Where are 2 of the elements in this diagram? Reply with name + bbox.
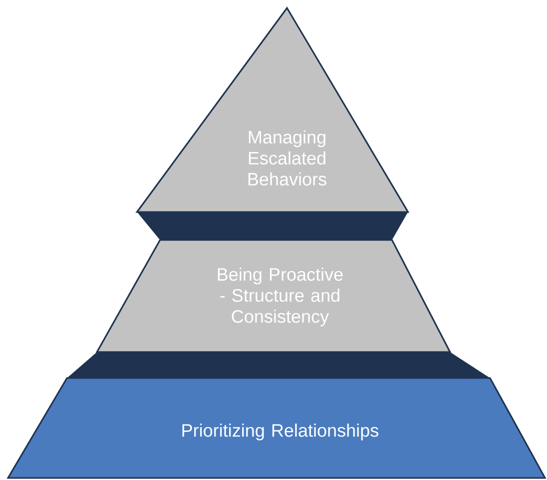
ribbon-band	[67, 352, 490, 378]
ribbon-band	[137, 212, 408, 240]
